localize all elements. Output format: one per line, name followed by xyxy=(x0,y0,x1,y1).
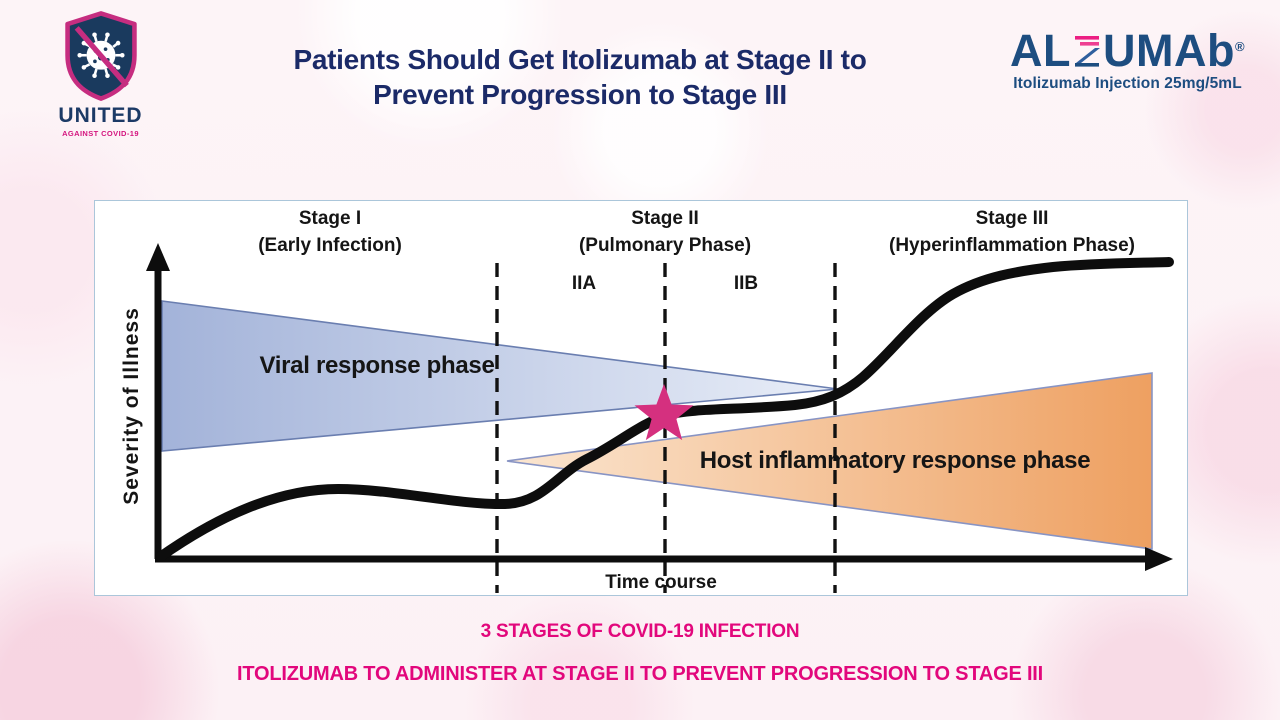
substage-iia-label: IIA xyxy=(571,273,597,294)
united-logo-text: UNITED xyxy=(58,104,143,127)
stage2-label: Stage II (Pulmonary Phase) xyxy=(579,205,751,259)
slide-title-line2: Prevent Progression to Stage III xyxy=(373,79,787,110)
united-against-covid-logo: UNITED AGAINST COVID-19 xyxy=(28,10,173,138)
shield-no-virus-icon xyxy=(64,11,137,101)
viral-response-label: Viral response phase xyxy=(259,352,495,379)
y-axis-arrowhead xyxy=(146,243,170,271)
y-axis-label: Severity of Illness xyxy=(120,307,143,505)
itolizumab-star-marker xyxy=(634,384,694,441)
registered-trademark-symbol: ® xyxy=(1234,39,1246,54)
alzumab-suffix: UMAb xyxy=(1102,25,1235,76)
united-logo-subtext: AGAINST COVID-19 xyxy=(62,129,139,138)
viral-response-triangle xyxy=(161,300,839,452)
prohibition-slash xyxy=(74,26,129,88)
caption-stages: 3 STAGES OF COVID-19 INFECTION xyxy=(480,621,800,642)
stage1-name: Stage I xyxy=(298,208,362,229)
slide-title: Patients Should Get Itolizumab at Stage … xyxy=(200,42,960,112)
host-inflammatory-label: Host inflammatory response phase xyxy=(699,447,1091,474)
virus-spike-knobs xyxy=(76,32,125,79)
stage2-name: Stage II xyxy=(631,208,699,229)
alzumab-subtitle: Itolizumab Injection 25mg/5mL xyxy=(1013,75,1242,92)
stages-chart-panel: Stage I (Early Infection) Stage II (Pulm… xyxy=(94,200,1188,596)
host-inflammatory-triangle xyxy=(506,372,1153,550)
alzumab-stylized-z-icon xyxy=(1074,36,1100,67)
stages-chart-canvas xyxy=(146,243,1174,593)
substage-iib-label: IIB xyxy=(733,273,759,294)
stage3-label: Stage III (Hyperinflammation Phase) xyxy=(889,205,1135,259)
caption-administer: ITOLIZUMAB TO ADMINISTER AT STAGE II TO … xyxy=(236,663,1044,685)
x-axis-arrowhead xyxy=(1145,547,1173,571)
stage2-phase: (Pulmonary Phase) xyxy=(578,235,752,256)
stage1-label: Stage I (Early Infection) xyxy=(258,205,402,259)
stage3-name: Stage III xyxy=(975,208,1049,229)
x-axis-label: Time course xyxy=(605,572,717,593)
stage1-phase: (Early Infection) xyxy=(258,235,402,256)
slide-title-line1: Patients Should Get Itolizumab at Stage … xyxy=(293,44,867,75)
stage3-phase: (Hyperinflammation Phase) xyxy=(889,235,1135,256)
severity-curve xyxy=(155,257,1174,562)
alzumab-logo: AL UMAb ® Itolizumab Injection 25mg/5mL xyxy=(995,28,1260,93)
alzumab-prefix: AL xyxy=(1009,25,1071,76)
